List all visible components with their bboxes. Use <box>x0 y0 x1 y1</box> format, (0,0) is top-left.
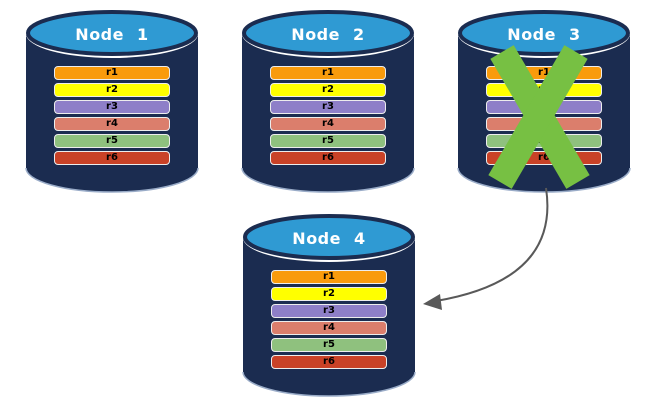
arrow-shaft <box>435 187 549 302</box>
record-bar-r3: r3 <box>271 304 387 318</box>
record-bar-r4: r4 <box>271 321 387 335</box>
record-bar-r3: r3 <box>54 100 170 114</box>
record-bar-r5: r5 <box>270 134 386 148</box>
record-bar-r3: r3 <box>270 100 386 114</box>
cylinder-top <box>242 10 414 56</box>
node-title: Node 3 <box>507 25 581 44</box>
record-bar-r4: r4 <box>54 117 170 131</box>
record-bar-r1: r1 <box>54 66 170 80</box>
record-bar-r2: r2 <box>271 287 387 301</box>
record-bar-r5: r5 <box>54 134 170 148</box>
cylinder-top <box>26 10 198 56</box>
node-1: Node 1 r1 r2 r3 r4 r5 r6 <box>24 8 200 194</box>
record-bar-r1: r1 <box>270 66 386 80</box>
record-bar-r6: r6 <box>54 151 170 165</box>
node-title: Node 1 <box>75 25 149 44</box>
x-stroke <box>488 45 588 189</box>
node-4: Node 4 r1 r2 r3 r4 r5 r6 <box>241 212 417 398</box>
cylinder-bottom-rim <box>241 167 415 193</box>
node-title: Node 4 <box>292 229 366 248</box>
record-bar-r2: r2 <box>54 83 170 97</box>
node-2: Node 2 r1 r2 r3 r4 r5 r6 <box>240 8 416 194</box>
record-bar-r5: r5 <box>271 338 387 352</box>
node-3: Node 3 r1 r2 r3 r4 r5 r6 <box>456 8 632 194</box>
arrowhead-icon <box>423 294 442 310</box>
record-bar-r1: r1 <box>271 270 387 284</box>
node-title: Node 2 <box>291 25 365 44</box>
cylinder-top <box>243 214 415 260</box>
cylinder-bottom-rim <box>242 371 416 397</box>
record-bar-r6: r6 <box>271 355 387 369</box>
record-bar-r4: r4 <box>270 117 386 131</box>
cylinder-bottom-rim <box>25 167 199 193</box>
record-bar-r6: r6 <box>270 151 386 165</box>
cylinder-top <box>458 10 630 56</box>
failure-x-icon <box>488 45 590 189</box>
record-bar-r2: r2 <box>270 83 386 97</box>
